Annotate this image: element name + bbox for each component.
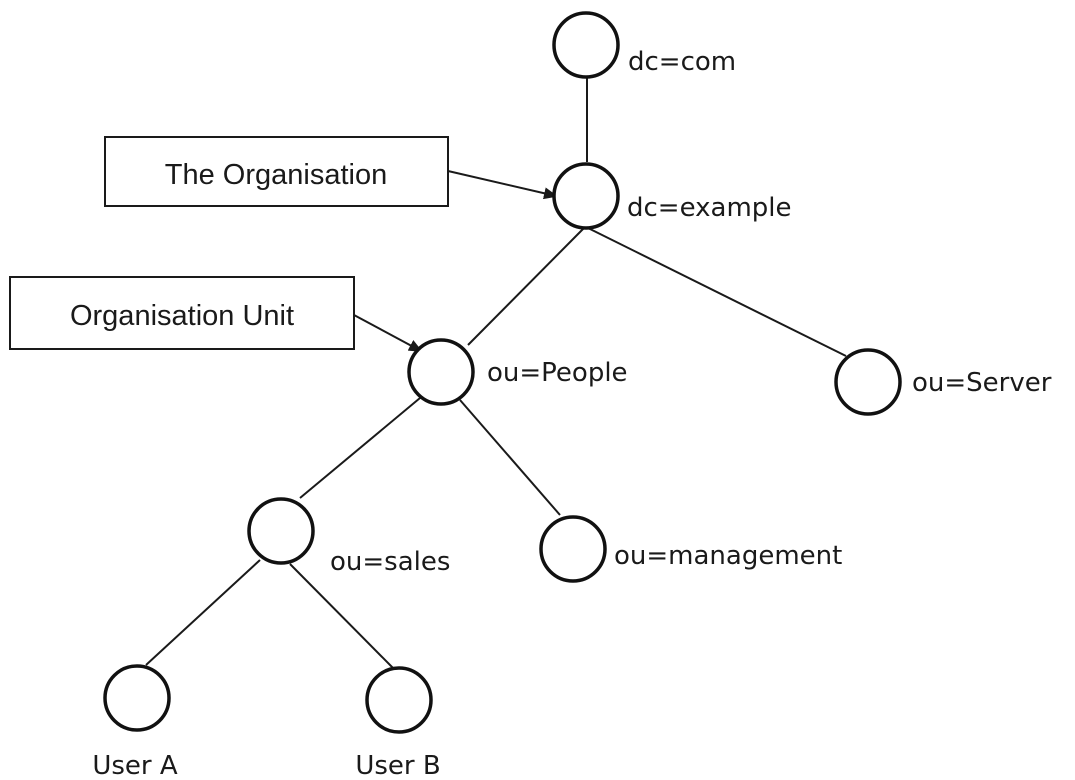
edge-ou-people-to-ou-management: [459, 399, 561, 516]
edge-ou-sales-to-user-a: [145, 559, 261, 666]
node-dc-com-circle: [552, 11, 620, 79]
node-ou-sales-label: ou=sales: [330, 547, 450, 577]
node-ou-server: ou=Server: [834, 348, 1052, 416]
node-ou-people-label: ou=People: [487, 358, 628, 388]
node-ou-server-label: ou=Server: [912, 368, 1052, 398]
node-ou-management-label: ou=management: [614, 541, 842, 571]
edge-ou-people-to-ou-sales: [299, 397, 421, 499]
node-ou-management: ou=management: [539, 515, 842, 583]
organisation-callout-label: The Organisation: [165, 159, 387, 191]
edge-dc-example-to-ou-people: [467, 227, 585, 346]
node-user-a: User A: [92, 664, 178, 780]
organisation-unit-callout-box: [9, 276, 355, 350]
node-ou-server-circle: [834, 348, 902, 416]
node-ou-people-circle: [407, 338, 475, 406]
node-user-a-label: User A: [92, 751, 178, 780]
node-dc-example-circle: [552, 162, 620, 230]
node-dc-com-label: dc=com: [628, 47, 736, 77]
organisation-callout: The Organisation: [104, 136, 449, 207]
organisation-unit-callout: Organisation Unit: [9, 276, 355, 350]
organisation-pointer-arrow: [447, 170, 558, 200]
node-dc-example-label: dc=example: [627, 193, 792, 223]
node-dc-com: dc=com: [552, 11, 736, 79]
node-user-b-circle: [365, 666, 433, 734]
node-user-a-circle: [103, 664, 171, 732]
organisation-unit-callout-label: Organisation Unit: [70, 300, 294, 332]
node-ou-sales: ou=sales: [247, 497, 450, 577]
node-dc-example: dc=example: [552, 162, 792, 230]
node-ou-people: ou=People: [407, 338, 628, 406]
node-ou-sales-circle: [247, 497, 315, 565]
organisation-callout-box: [104, 136, 449, 207]
node-user-b-label: User B: [355, 751, 440, 780]
edge-ou-sales-to-user-b: [289, 563, 394, 669]
organisation-unit-pointer-arrow: [353, 314, 423, 352]
tree-edges: [145, 78, 847, 669]
edge-dc-example-to-ou-server: [587, 227, 847, 357]
node-user-b: User B: [355, 666, 441, 780]
node-ou-management-circle: [539, 515, 607, 583]
